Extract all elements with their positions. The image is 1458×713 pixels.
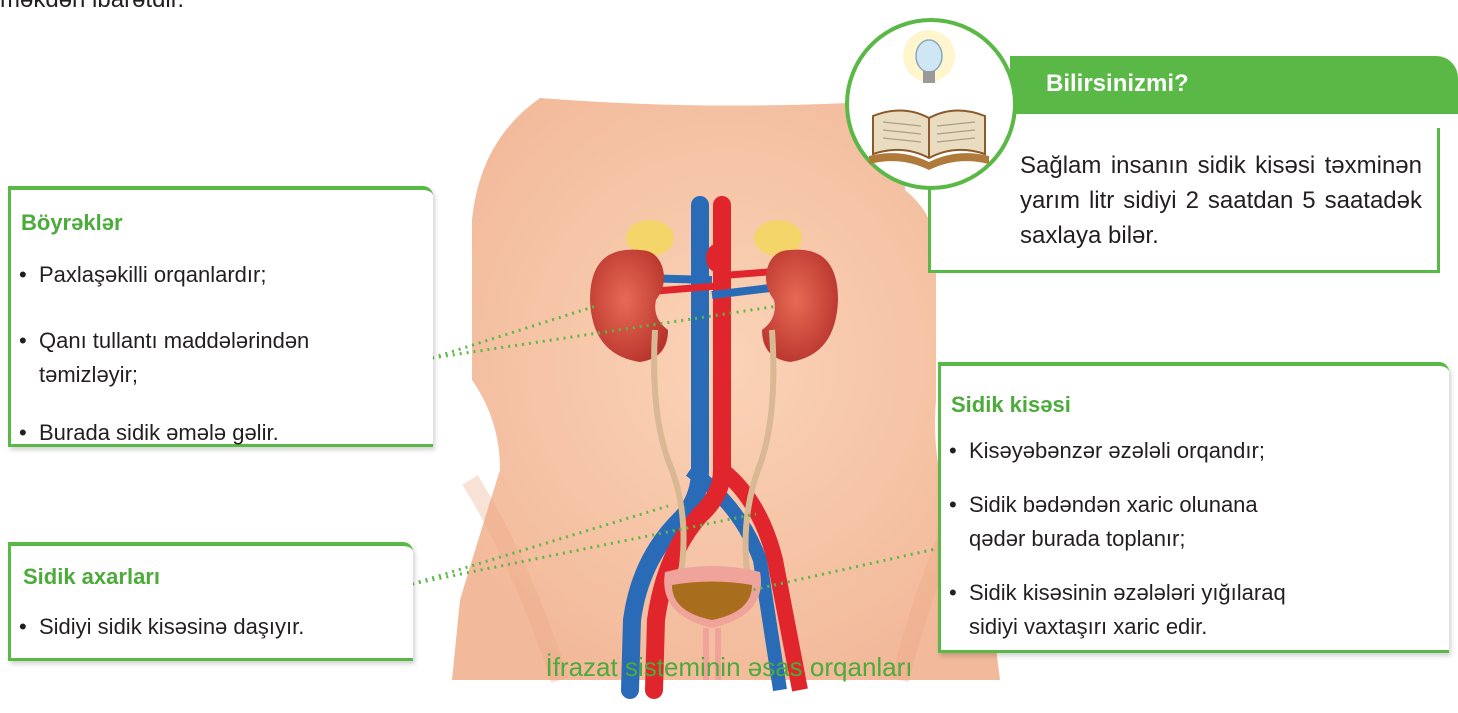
list-item: Kisəyəbənzər əzələli orqandır; [947, 436, 1265, 466]
ureters-list: Sidiyi sidik kisəsinə daşıyır. [17, 602, 304, 642]
list-item-line: Sidik kisəsinin əzələləri yığılaraq [969, 580, 1286, 605]
figure-caption: İfrazat sisteminin əsas orqanları [0, 652, 1458, 683]
did-you-know-title: Bilirsinizmi? [1046, 70, 1189, 98]
kidneys-info-card: Böyrəklər Paxlaşəkilli orqanlardır; Qanı… [8, 186, 433, 447]
list-item-line: təmizləyir; [39, 362, 138, 387]
ureters-info-card: Sidik axarları Sidiyi sidik kisəsinə daş… [8, 542, 413, 661]
list-item: Qanı tullantı maddələrindən təmizləyir; [17, 324, 309, 392]
bladder-info-card: Sidik kisəsi Kisəyəbənzər əzələli orqand… [938, 362, 1449, 653]
list-item: Paxlaşəkilli orqanlardır; [17, 260, 266, 290]
bladder-card-title: Sidik kisəsi [951, 392, 1071, 418]
kidneys-card-title: Böyrəklər [21, 210, 123, 236]
ureters-card-title: Sidik axarları [23, 564, 160, 590]
list-item: Sidik kisəsinin əzələləri yığılaraq sidi… [947, 576, 1286, 644]
list-item-line: Sidik bədəndən xaric olunana [969, 492, 1258, 517]
did-you-know-text: Sağlam insanın sidik kisəsi təxminən yar… [1020, 148, 1422, 253]
lightbulb-book-icon [843, 16, 1019, 192]
list-item: Burada sidik əmələ gəlir. [17, 418, 279, 448]
list-item-line: Qanı tullantı maddələrindən [39, 328, 309, 353]
list-item-line: qədər burada toplanır; [969, 526, 1186, 551]
list-item: Sidiyi sidik kisəsinə daşıyır. [17, 612, 304, 642]
list-item: Sidik bədəndən xaric olunana qədər burad… [947, 488, 1258, 556]
did-you-know-header: Bilirsinizmi? [1010, 56, 1458, 114]
list-item-line: sidiyi vaxtaşırı xaric edir. [969, 614, 1207, 639]
